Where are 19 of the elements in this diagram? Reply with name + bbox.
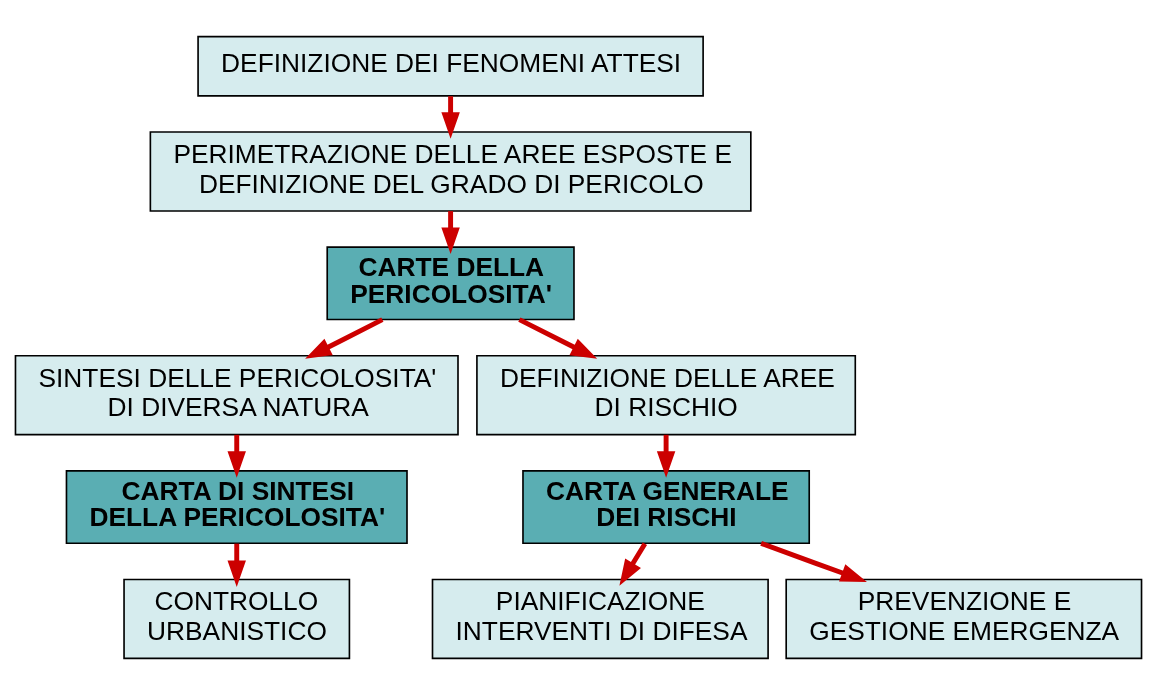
- arrow: [227, 434, 246, 478]
- arrow: [305, 317, 384, 359]
- node-box: SINTESI DELLE PERICOLOSITA' DI DIVERSA NATURA: [14, 354, 459, 436]
- node-box: CARTA GENERALE DEI RISCHI: [522, 470, 811, 545]
- arrow: [441, 96, 460, 139]
- node-box: PREVENZIONE E GESTIONE EMERGENZA: [785, 578, 1143, 660]
- arrow: [619, 542, 648, 586]
- arrow: [227, 543, 246, 587]
- node-box: PERIMETRAZIONE DELLE AREE ESPOSTE E DEFINIZIONE DEL GRADO DI PERICOLO: [149, 131, 752, 212]
- arrow: [656, 434, 676, 478]
- arrow: [760, 541, 867, 582]
- node-box: CARTA DI SINTESI DELLA PERICOLOSITA': [65, 470, 408, 545]
- node-box: PIANIFICAZIONE INTERVENTI DI DIFESA: [431, 578, 769, 660]
- node-box: CONTROLLO URBANISTICO: [123, 578, 351, 660]
- node-box: CARTE DELLA PERICOLOSITA': [326, 246, 575, 321]
- arrow: [518, 317, 598, 359]
- node-box: DEFINIZIONE DELLE AREE DI RISCHIO: [476, 354, 857, 436]
- arrow: [441, 211, 460, 254]
- node-box: DEFINIZIONE DEI FENOMENI ATTESI: [197, 35, 704, 97]
